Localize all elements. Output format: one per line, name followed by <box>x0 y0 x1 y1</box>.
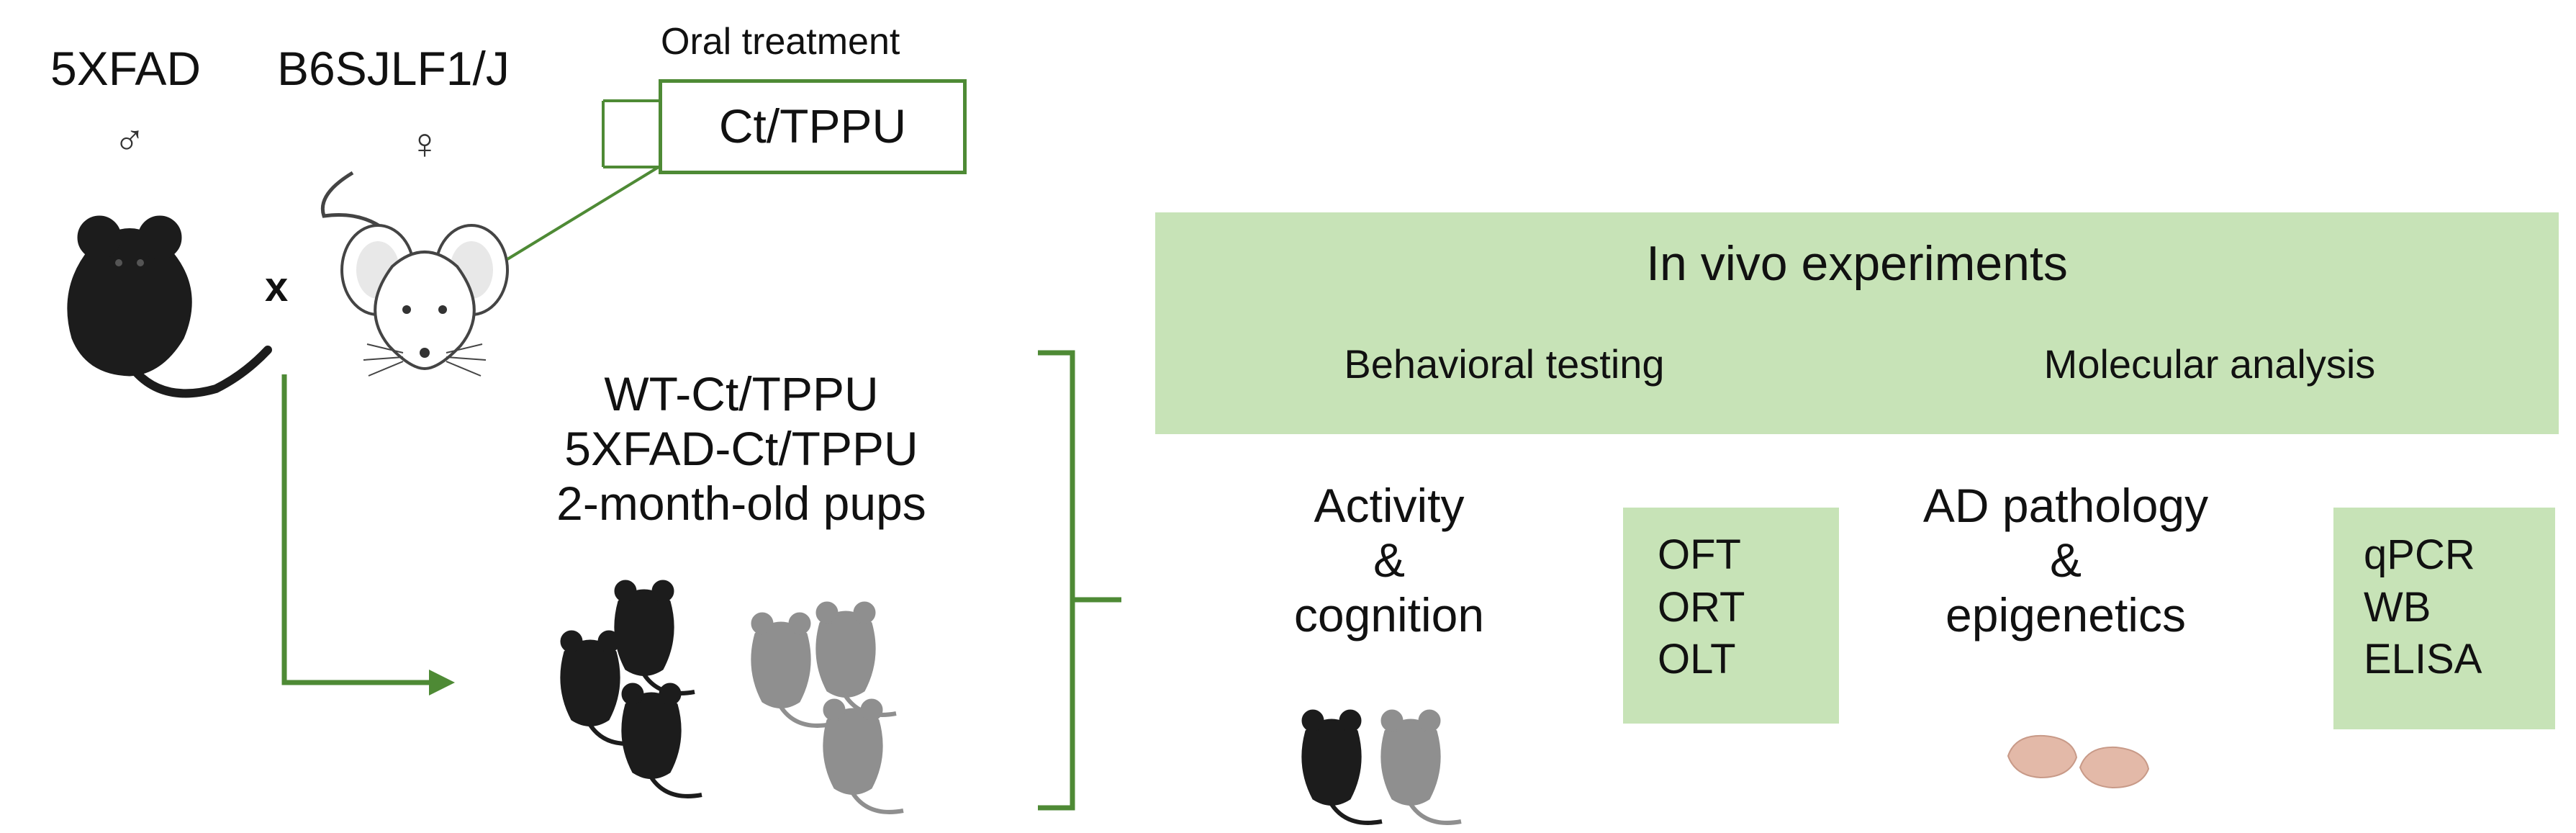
breeding-arrowhead <box>429 670 455 695</box>
assay-wb: WB <box>2364 583 2431 631</box>
cross-symbol: x <box>265 264 289 310</box>
pups-line-5xfad: 5XFAD-Ct/TPPU <box>564 421 918 475</box>
brain-icon <box>2007 734 2150 789</box>
activity-line-1: Activity <box>1314 479 1465 532</box>
molecular-assays-box: qPCR WB ELISA <box>2333 508 2555 729</box>
female-mouse-icon <box>320 171 509 377</box>
molecular-analysis-label: Molecular analysis <box>2043 341 2376 387</box>
pups-line-wt: WT-Ct/TPPU <box>604 367 879 420</box>
male-strain-label: 5XFAD <box>50 42 202 95</box>
behavior-tests-box: OFT ORT OLT <box>1623 508 1839 724</box>
test-olt: OLT <box>1658 636 1736 683</box>
treatment-label: Ct/TPPU <box>718 99 907 153</box>
assay-qpcr: qPCR <box>2364 531 2475 578</box>
pups-line-age: 2-month-old pups <box>556 476 926 530</box>
treatment-connector <box>506 99 660 261</box>
male-mouse-icon <box>67 215 272 398</box>
behavioral-testing-label: Behavioral testing <box>1344 341 1665 387</box>
treatment-title: Oral treatment <box>661 21 900 63</box>
activity-line-2: & <box>1373 533 1406 587</box>
in-vivo-title: In vivo experiments <box>1646 236 2068 291</box>
test-oft: OFT <box>1658 531 1741 578</box>
activity-cognition-label: Activity & cognition <box>1209 479 1569 643</box>
male-symbol: ♂ <box>113 116 146 164</box>
breeding-arrow <box>281 374 432 685</box>
test-ort: ORT <box>1658 583 1745 631</box>
ad-pathology-label: AD pathology & epigenetics <box>1879 479 2253 643</box>
pups-bracket <box>1038 350 1121 811</box>
female-symbol: ♀ <box>408 120 441 168</box>
treatment-box: Ct/TPPU <box>659 79 967 174</box>
pups-label: WT-Ct/TPPU 5XFAD-Ct/TPPU 2-month-old pup… <box>489 367 993 531</box>
ad-line-3: epigenetics <box>1945 587 2186 641</box>
pups-mice-icon <box>561 580 903 812</box>
behavior-mice-icon <box>1302 710 1461 823</box>
ad-line-1: AD pathology <box>1922 479 2209 532</box>
in-vivo-banner: In vivo experiments Behavioral testing M… <box>1155 212 2559 434</box>
ad-line-2: & <box>2049 533 2082 587</box>
assay-elisa: ELISA <box>2364 636 2482 683</box>
female-strain-label: B6SJLF1/J <box>277 42 510 95</box>
activity-line-3: cognition <box>1293 587 1485 641</box>
